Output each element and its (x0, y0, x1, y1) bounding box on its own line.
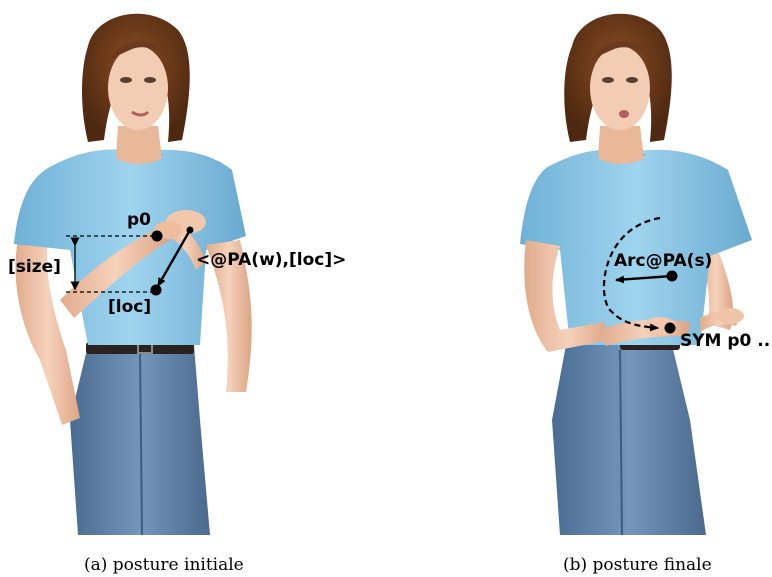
arc-center-point (666, 270, 678, 282)
avatar-figure-initial (14, 13, 252, 536)
caption-b: (b) posture finale (563, 555, 712, 575)
caption-a: (a) posture initiale (84, 555, 244, 575)
move-arrow (156, 229, 192, 287)
arc-radius-arrow (615, 274, 673, 284)
hair (564, 13, 672, 142)
loc-point (150, 284, 162, 296)
right-arm (206, 240, 252, 392)
left-arm (15, 240, 80, 425)
face (108, 46, 168, 130)
annotations-initial: p0 [size] [loc] <@PA(w),[loc]> (8, 210, 346, 317)
label-move: <@PA(w),[loc]> (196, 250, 346, 270)
label-arc: Arc@PA(s) (614, 251, 712, 271)
left-arm (524, 240, 610, 352)
avatar-figure-final (520, 13, 752, 536)
shirt (520, 149, 752, 345)
label-size: [size] (8, 257, 61, 277)
label-loc: [loc] (108, 297, 151, 317)
arc-path (602, 216, 661, 332)
hair (82, 13, 190, 142)
p0-point (151, 230, 163, 242)
sym-p0-point (664, 322, 676, 334)
face (590, 46, 650, 130)
label-sym: SYM p0 ... (680, 331, 772, 351)
label-p0: p0 (127, 210, 151, 230)
jeans (552, 345, 706, 535)
annotations-final: Arc@PA(s) SYM p0 ... (602, 216, 772, 351)
